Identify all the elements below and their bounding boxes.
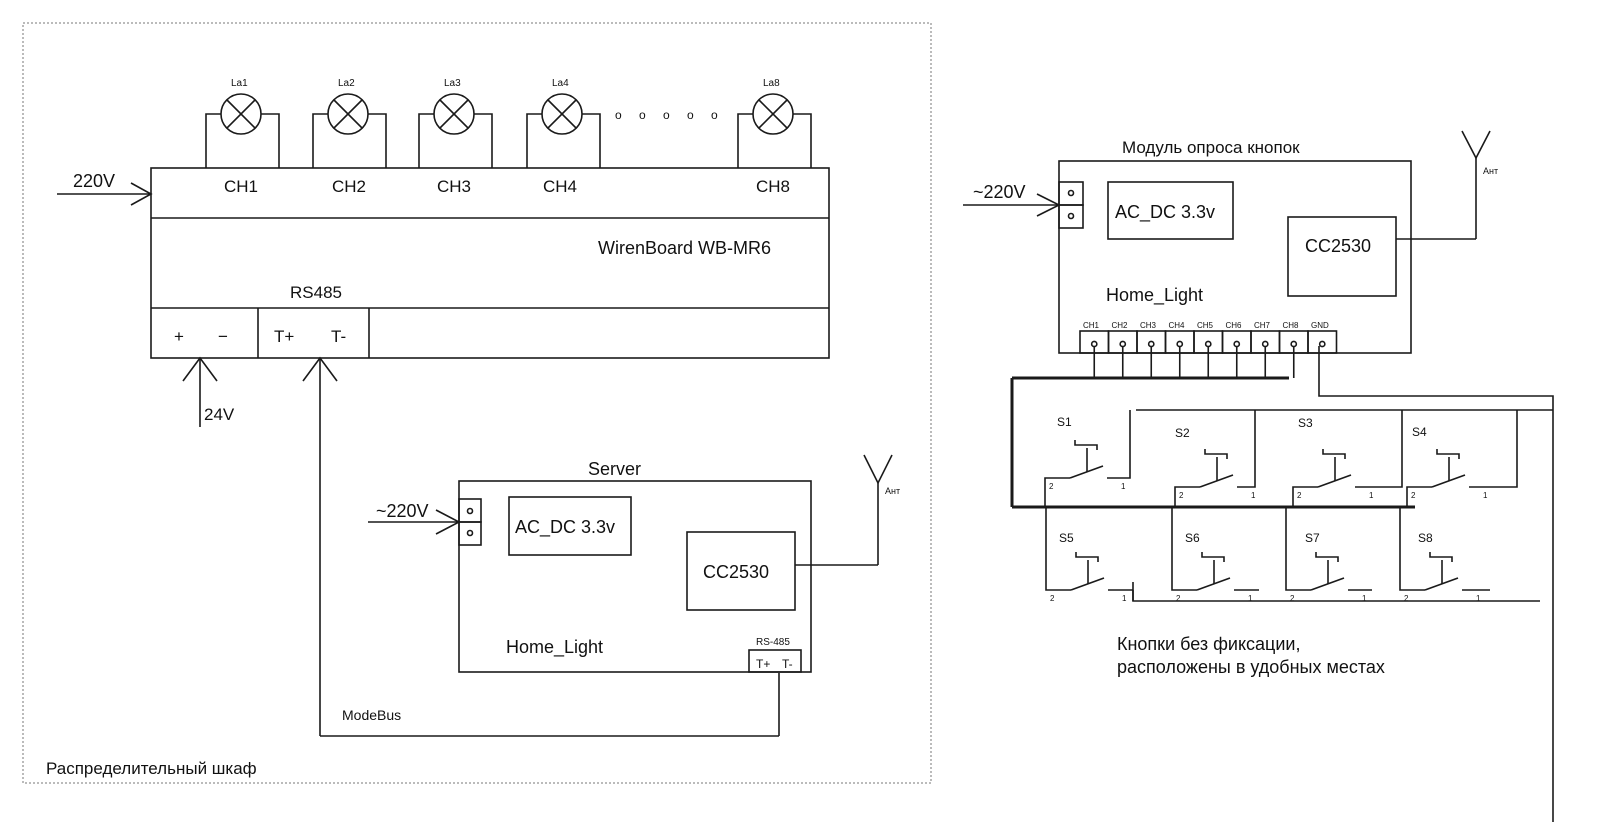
pin-label: CH5 (1197, 321, 1214, 330)
channel-label: CH3 (437, 177, 471, 196)
channel-label: CH4 (543, 177, 577, 196)
switch-label: S3 (1298, 416, 1313, 430)
modbus-wire (303, 358, 779, 736)
lamp-icon: La4 (527, 78, 600, 168)
pin1-label: 1 (1251, 491, 1256, 500)
server-firmware-label: Home_Light (506, 637, 603, 658)
server-t-plus: T+ (756, 657, 770, 671)
modbus-label: ModeBus (342, 707, 401, 723)
pin2-label: 2 (1411, 491, 1416, 500)
lamp-ellipsis: o o o o o (615, 108, 725, 122)
pin1-label: 1 (1369, 491, 1374, 500)
pin-terminal: CH8 (1280, 321, 1309, 378)
server-t-minus: T- (782, 657, 793, 671)
server-radio-label: CC2530 (703, 562, 769, 582)
button-module-antenna-label: Ант (1483, 166, 1498, 176)
server-psu-label: AC_DC 3.3v (515, 517, 615, 538)
terminal-t-minus: T- (331, 327, 346, 346)
pin-label: GND (1311, 321, 1329, 330)
lamp-icon: La1 (206, 78, 279, 168)
cabinet-label: Распределительный шкаф (46, 759, 257, 778)
lamp-icon: La3 (419, 78, 492, 168)
pin1-label: 1 (1483, 491, 1488, 500)
terminal-t-plus: T+ (274, 327, 294, 346)
pin-label: CH1 (1083, 321, 1100, 330)
pin-label: CH2 (1112, 321, 1129, 330)
terminal-plus: + (174, 327, 184, 346)
button-module-radio-label: CC2530 (1305, 236, 1371, 256)
channel-label: CH8 (756, 177, 790, 196)
push-button-switch: 2 1 S5 (1046, 507, 1133, 603)
button-module-psu-label: AC_DC 3.3v (1115, 202, 1215, 223)
pin-label: CH7 (1254, 321, 1271, 330)
server-title: Server (588, 459, 641, 479)
server-rs485-label: RS-485 (756, 637, 790, 648)
terminal-minus: − (218, 327, 228, 346)
push-button-switch: 2 1 S1 (1045, 410, 1130, 507)
button-module-radio-box (1288, 217, 1396, 296)
pin2-label: 2 (1179, 491, 1184, 500)
pin-terminal: CH7 (1251, 321, 1280, 378)
pin2-label: 2 (1049, 482, 1054, 491)
switch-label: S6 (1185, 531, 1200, 545)
pin-terminal: CH4 (1166, 321, 1195, 378)
push-button-switch: 2 1 S3 (1293, 410, 1402, 507)
push-button-switch: 21S8 (1400, 507, 1490, 603)
channel-label: CH1 (224, 177, 258, 196)
lamp-label: La3 (444, 78, 461, 89)
pin-label: CH8 (1283, 321, 1300, 330)
button-module-firmware-label: Home_Light (1106, 285, 1203, 306)
rs485-label: RS485 (290, 283, 342, 302)
server-power-label: ~220V (376, 501, 429, 521)
switch-bus (1012, 346, 1553, 822)
pin-terminal: CH5 (1194, 321, 1223, 378)
push-button-switch: 21S6 (1172, 507, 1259, 603)
power-input-label: 220V (73, 171, 115, 191)
button-module-power-label: ~220V (973, 182, 1026, 202)
pin-label: CH4 (1169, 321, 1186, 330)
pin-label: CH6 (1226, 321, 1243, 330)
supply-label: 24V (204, 405, 235, 424)
lamp-label: La1 (231, 78, 248, 89)
lamp-label: La8 (763, 78, 780, 89)
switch-label: S8 (1418, 531, 1433, 545)
lamp-label: La2 (338, 78, 355, 89)
pin-terminal: CH3 (1137, 321, 1166, 378)
lamp-label: La4 (552, 78, 569, 89)
relay-module-name: WirenBoard WB-MR6 (598, 238, 771, 258)
lamp-icon: La8 (738, 78, 811, 168)
channel-label: CH2 (332, 177, 366, 196)
pin-terminal: CH6 (1223, 321, 1252, 378)
pin-terminal: GND (1308, 321, 1337, 353)
push-button-switch: 2 1 S4 (1407, 410, 1517, 507)
note-line-2: расположены в удобных местах (1117, 657, 1385, 677)
server-antenna-icon (795, 455, 892, 565)
switch-label: S7 (1305, 531, 1320, 545)
pin2-label: 2 (1297, 491, 1302, 500)
pin-terminal: CH2 (1109, 321, 1138, 378)
pin-terminal: CH1 (1080, 321, 1109, 378)
server-antenna-label: Ант (885, 486, 900, 496)
switch-label: S4 (1412, 425, 1427, 439)
relay-module: WirenBoard WB-MR6 RS485 + − T+ T- CH1 CH… (151, 168, 829, 358)
switch-label: S5 (1059, 531, 1074, 545)
switch-label: S1 (1057, 415, 1072, 429)
push-button-switch: 21S7 (1286, 507, 1372, 603)
push-button-switch: 2 1 S2 (1175, 410, 1256, 507)
pin1-label: 1 (1121, 482, 1126, 491)
lamp-icon: La2 (313, 78, 386, 168)
pin-label: CH3 (1140, 321, 1157, 330)
pin1-label: 1 (1122, 594, 1127, 603)
button-module-title: Модуль опроса кнопок (1122, 138, 1300, 157)
note-line-1: Кнопки без фиксации, (1117, 634, 1300, 654)
switch-label: S2 (1175, 426, 1190, 440)
pin2-label: 2 (1050, 594, 1055, 603)
cabinet-border (23, 23, 931, 783)
button-module-antenna-icon (1396, 131, 1490, 239)
